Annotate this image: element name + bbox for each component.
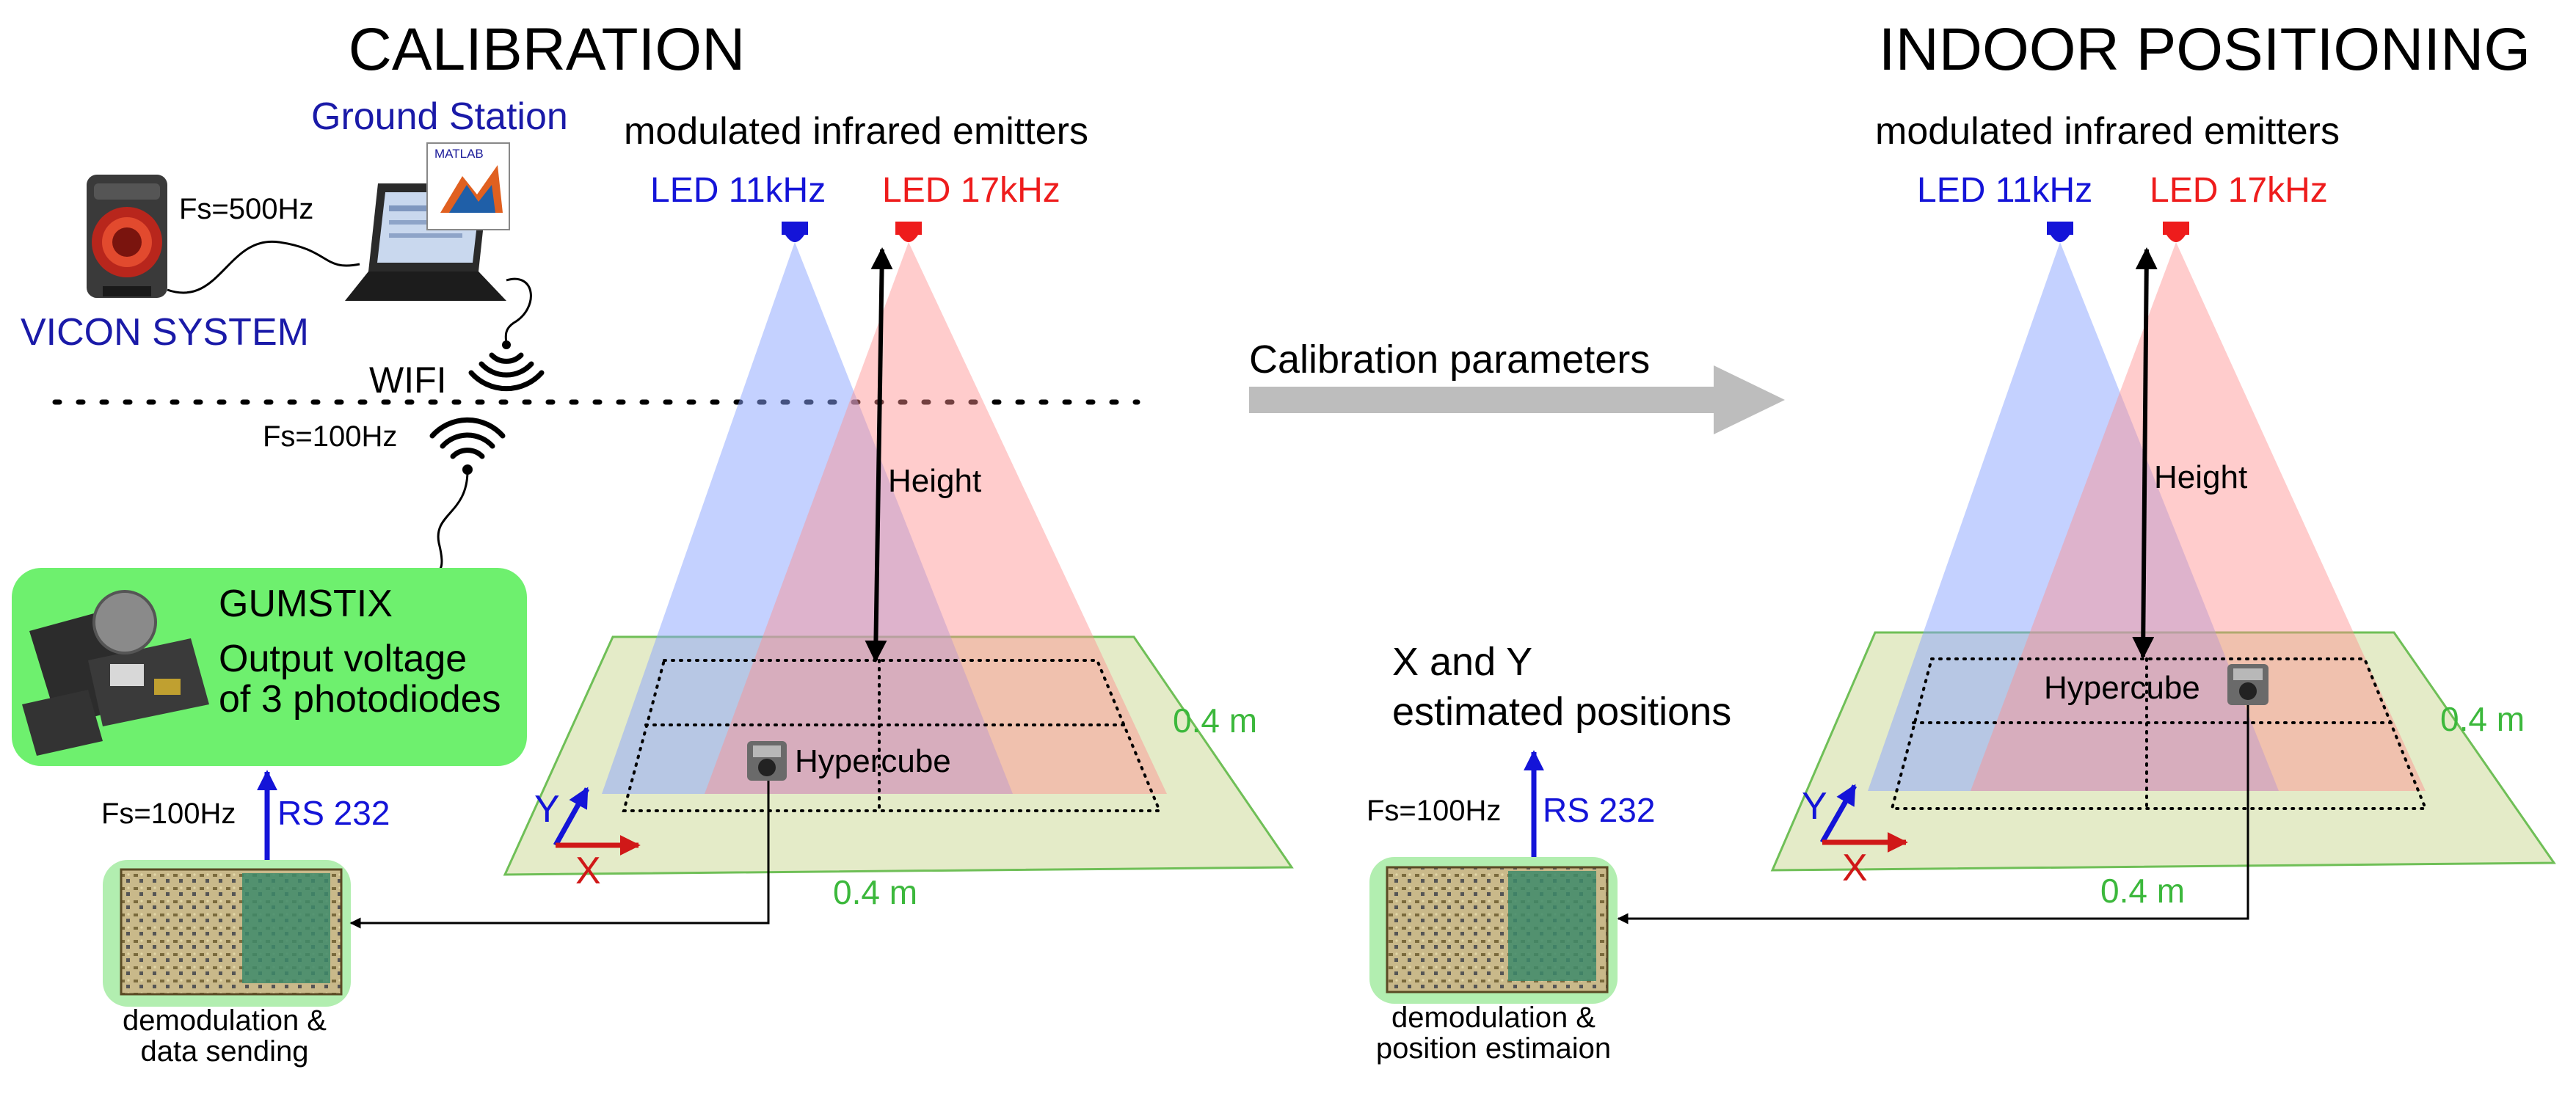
led-blue-label: LED 11kHz <box>650 171 826 210</box>
calibration-title: CALIBRATION <box>349 16 746 83</box>
calibration-transfer: Calibration parameters <box>1249 338 1785 434</box>
dim-bottom: 0.4 m <box>833 873 917 911</box>
height-label: Height <box>888 463 981 499</box>
positioning-rs232-rate: Fs=100Hz <box>1367 795 1501 827</box>
laptop-cable <box>504 277 532 346</box>
positioning-y-axis-arrow <box>1819 784 1858 844</box>
board-caption-1: demodulation & <box>123 1004 327 1037</box>
vicon-rate: Fs=500Hz <box>179 193 313 225</box>
gumstix-line1: Output voltage <box>219 638 467 680</box>
calibration-panel: CALIBRATION VICON SYSTEM Fs=500Hz Ground… <box>12 16 1294 1068</box>
positioning-dim-bottom: 0.4 m <box>2100 872 2185 910</box>
wifi-icon-drone <box>429 417 506 475</box>
floor-grid <box>622 659 1162 812</box>
matlab-label: MATLAB <box>434 147 484 161</box>
hypercube-icon <box>747 741 787 781</box>
gumstix-line2: of 3 photodiodes <box>219 678 501 721</box>
positioning-height-label: Height <box>2154 459 2247 495</box>
vicon-label: VICON SYSTEM <box>21 311 309 354</box>
positioning-board-caption-2: position estimaion <box>1376 1032 1611 1065</box>
ground-station-label: Ground Station <box>311 95 568 138</box>
calibration-parameters-arrow <box>1249 365 1785 434</box>
rs232-label: RS 232 <box>277 794 390 832</box>
positioning-board-module-icon <box>1508 871 1596 981</box>
height-arrow <box>865 247 893 663</box>
board-module-icon <box>242 873 330 983</box>
gumstix-title: GUMSTIX <box>219 583 393 625</box>
hypercube-label: Hypercube <box>795 743 951 779</box>
board-caption-2: data sending <box>140 1035 308 1068</box>
positioning-rs232-label: RS 232 <box>1543 791 1655 829</box>
positioning-dim-right: 0.4 m <box>2440 700 2525 738</box>
positioning-hypercube-label: Hypercube <box>2044 670 2200 706</box>
axis-x-label: X <box>575 850 601 892</box>
vicon-camera-icon <box>87 175 167 298</box>
hypercube-signal-line <box>349 781 770 929</box>
positioning-height-arrow <box>2132 247 2158 659</box>
matlab-box-icon: MATLAB <box>426 142 510 230</box>
positioning-blue-beam <box>1868 242 2279 791</box>
positioning-floor-grid <box>1890 657 2428 810</box>
positioning-red-beam <box>1971 242 2426 791</box>
positioning-title: INDOOR POSITIONING <box>1879 16 2530 83</box>
red-beam <box>705 242 1167 794</box>
wifi-icon-ground <box>468 340 545 392</box>
led-blue-icon <box>782 222 808 242</box>
positioning-led-red-label: LED 17kHz <box>2150 171 2328 210</box>
positioning-panel: INDOOR POSITIONING modulated infrared em… <box>1367 16 2556 1065</box>
calibration-parameters-label: Calibration parameters <box>1249 338 1650 382</box>
dim-right: 0.4 m <box>1173 701 1257 740</box>
positioning-board-caption-1: demodulation & <box>1391 1002 1596 1034</box>
positioning-led-blue-label: LED 11kHz <box>1917 171 2092 210</box>
positioning-led-blue-icon <box>2047 222 2073 242</box>
y-axis-arrow <box>553 787 590 847</box>
output-line1: X and Y <box>1392 640 1532 684</box>
blue-beam <box>602 242 1013 794</box>
emitters-label: modulated infrared emitters <box>624 110 1088 153</box>
wifi-rate: Fs=100Hz <box>263 420 397 453</box>
led-red-icon <box>895 222 922 242</box>
positioning-axis-x-label: X <box>1842 847 1868 889</box>
positioning-axis-y-label: Y <box>1802 785 1827 828</box>
gumstix-boards-icon <box>22 590 209 756</box>
rs232-rate: Fs=100Hz <box>101 798 236 830</box>
axis-y-label: Y <box>534 788 560 831</box>
gumstix-cable <box>437 470 469 569</box>
positioning-led-red-icon <box>2163 222 2189 242</box>
output-line2: estimated positions <box>1392 690 1731 734</box>
vicon-cable <box>167 240 360 294</box>
led-red-label: LED 17kHz <box>882 171 1060 210</box>
wifi-label: WIFI <box>369 360 447 401</box>
positioning-signal-line <box>1617 705 2249 925</box>
positioning-hypercube-icon <box>2227 664 2268 705</box>
positioning-emitters-label: modulated infrared emitters <box>1875 110 2340 153</box>
